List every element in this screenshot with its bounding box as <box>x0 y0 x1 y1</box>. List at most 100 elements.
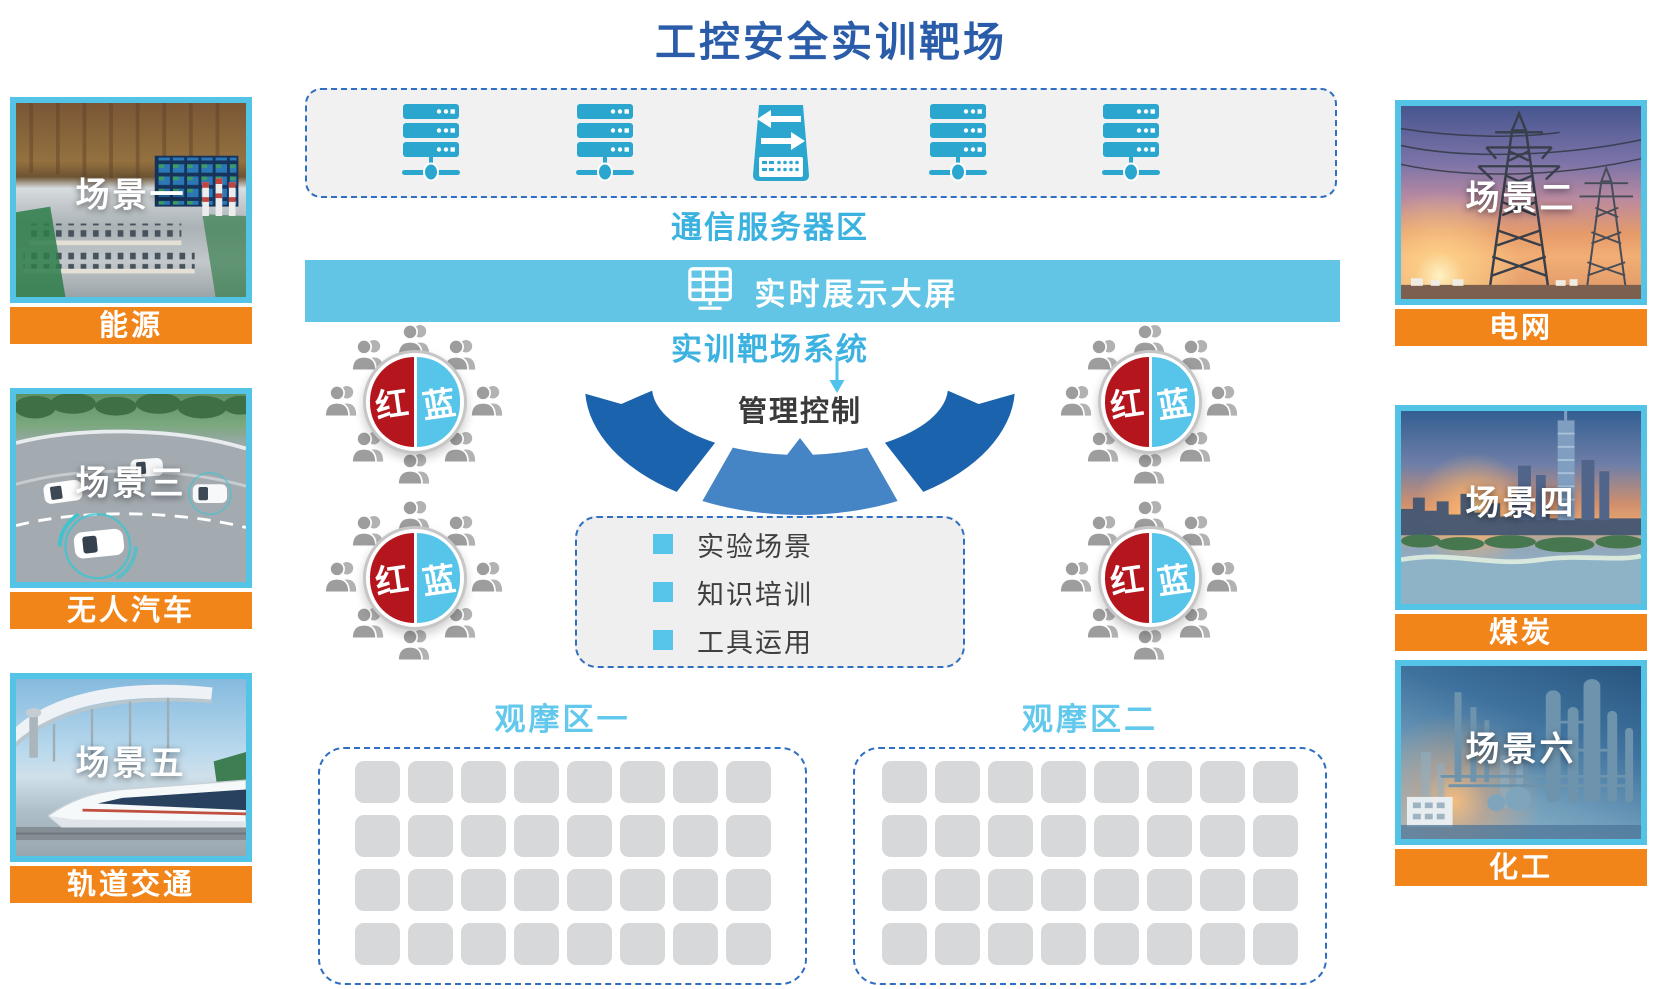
red-team-half: 红 <box>1105 357 1149 447</box>
scene-overlay-label: 场景六 <box>1465 729 1577 770</box>
red-blue-team-top-left: 红 蓝 <box>315 302 515 502</box>
seat <box>354 869 400 911</box>
arc-middle-segment <box>702 438 898 515</box>
seat <box>354 815 400 857</box>
audience-person-icon <box>1086 430 1119 463</box>
blue-team-half: 蓝 <box>1151 357 1195 447</box>
seat <box>672 923 718 965</box>
seat <box>1041 761 1086 803</box>
audience-person-icon <box>1086 606 1119 639</box>
blue-team-half: 蓝 <box>416 533 460 623</box>
red-team-half: 红 <box>1105 533 1149 623</box>
seat <box>672 869 718 911</box>
scene-image-energy <box>16 103 246 297</box>
audience-person-icon <box>1132 628 1165 661</box>
seat <box>1200 815 1245 857</box>
seat <box>566 761 612 803</box>
seat <box>566 923 612 965</box>
seat <box>935 923 980 965</box>
server-rack-icon <box>1102 104 1160 182</box>
red-blue-team-circle: 红 蓝 <box>1098 350 1202 454</box>
seat <box>725 923 771 965</box>
seat <box>725 869 771 911</box>
seat <box>1200 761 1245 803</box>
seat <box>407 815 453 857</box>
realtime-display-bar: 实时展示大屏 <box>305 260 1340 322</box>
audience-person-icon <box>470 560 503 593</box>
red-blue-team-circle: 红 蓝 <box>1098 526 1202 630</box>
bullet-square-icon <box>653 582 673 602</box>
network-switch-icon <box>753 105 809 181</box>
function-item: 知识培训 <box>653 573 963 612</box>
seat <box>935 869 980 911</box>
seat <box>460 869 506 911</box>
grid-scene-art <box>1401 110 1641 299</box>
coal-scene-art <box>1401 411 1641 604</box>
audience-person-icon <box>397 452 430 485</box>
seat <box>566 815 612 857</box>
seat <box>513 923 559 965</box>
scene-overlay-label: 场景一 <box>75 175 187 216</box>
scene-image-coal <box>1401 411 1641 604</box>
seat <box>672 815 718 857</box>
audience-person-icon <box>351 430 384 463</box>
scene-card-coal: 场景四 煤炭 <box>1395 405 1647 651</box>
seat <box>1253 923 1298 965</box>
seat <box>1094 815 1139 857</box>
seat <box>882 923 927 965</box>
scene-category-label: 煤炭 <box>1395 614 1647 651</box>
scene-overlay-label: 场景二 <box>1465 178 1577 219</box>
scene-category-label: 能源 <box>10 307 252 344</box>
scene-image-rail <box>16 679 246 856</box>
scene-overlay-label: 场景五 <box>75 743 187 784</box>
management-control-arc <box>585 352 1015 522</box>
seat <box>1147 923 1192 965</box>
audience-person-icon <box>443 514 476 547</box>
display-screen-icon <box>687 266 737 316</box>
seat <box>988 815 1033 857</box>
energy-scene-art <box>16 103 246 297</box>
seat <box>988 869 1033 911</box>
seat <box>619 815 665 857</box>
display-bar-label: 实时展示大屏 <box>754 276 959 313</box>
scene-card-driverless-car: 场景三 无人汽车 <box>10 388 252 629</box>
blue-team-half: 蓝 <box>416 357 460 447</box>
audience-person-icon <box>470 384 503 417</box>
seat <box>1147 815 1192 857</box>
seat <box>619 869 665 911</box>
red-blue-team-top-right: 红 蓝 <box>1050 302 1250 502</box>
seat <box>513 815 559 857</box>
scene-category-label: 无人汽车 <box>10 592 252 629</box>
scene-image-grid <box>1401 106 1641 299</box>
function-label: 实验场景 <box>697 531 813 563</box>
seat <box>725 761 771 803</box>
seat <box>619 923 665 965</box>
seat <box>882 869 927 911</box>
scene-category-label: 轨道交通 <box>10 866 252 903</box>
seat <box>513 761 559 803</box>
scene-card-energy: 场景一 能源 <box>10 97 252 344</box>
seat <box>1200 869 1245 911</box>
seat <box>566 869 612 911</box>
communication-server-box <box>305 88 1337 198</box>
red-blue-team-bottom-right: 红 蓝 <box>1050 478 1250 678</box>
seat <box>407 923 453 965</box>
arc-right-segment <box>884 390 1015 492</box>
audience-person-icon <box>351 514 384 547</box>
scene-overlay-label: 场景四 <box>1465 483 1577 524</box>
seat-grid <box>320 749 805 965</box>
training-range-system-label: 实训靶场系统 <box>671 332 869 368</box>
seat <box>460 815 506 857</box>
seat-grid <box>855 749 1325 965</box>
audience-person-icon <box>1205 560 1238 593</box>
server-rack-icon <box>402 104 460 182</box>
range-functions-box: 实验场景 知识培训 工具运用 <box>575 516 965 668</box>
scene-category-label: 电网 <box>1395 309 1647 346</box>
server-rack-icon <box>575 104 634 182</box>
audience-person-icon <box>324 384 357 417</box>
function-label: 知识培训 <box>697 579 813 611</box>
seat <box>407 869 453 911</box>
seat <box>460 923 506 965</box>
observation-area-1-label: 观摩区一 <box>494 702 631 738</box>
seat <box>725 815 771 857</box>
